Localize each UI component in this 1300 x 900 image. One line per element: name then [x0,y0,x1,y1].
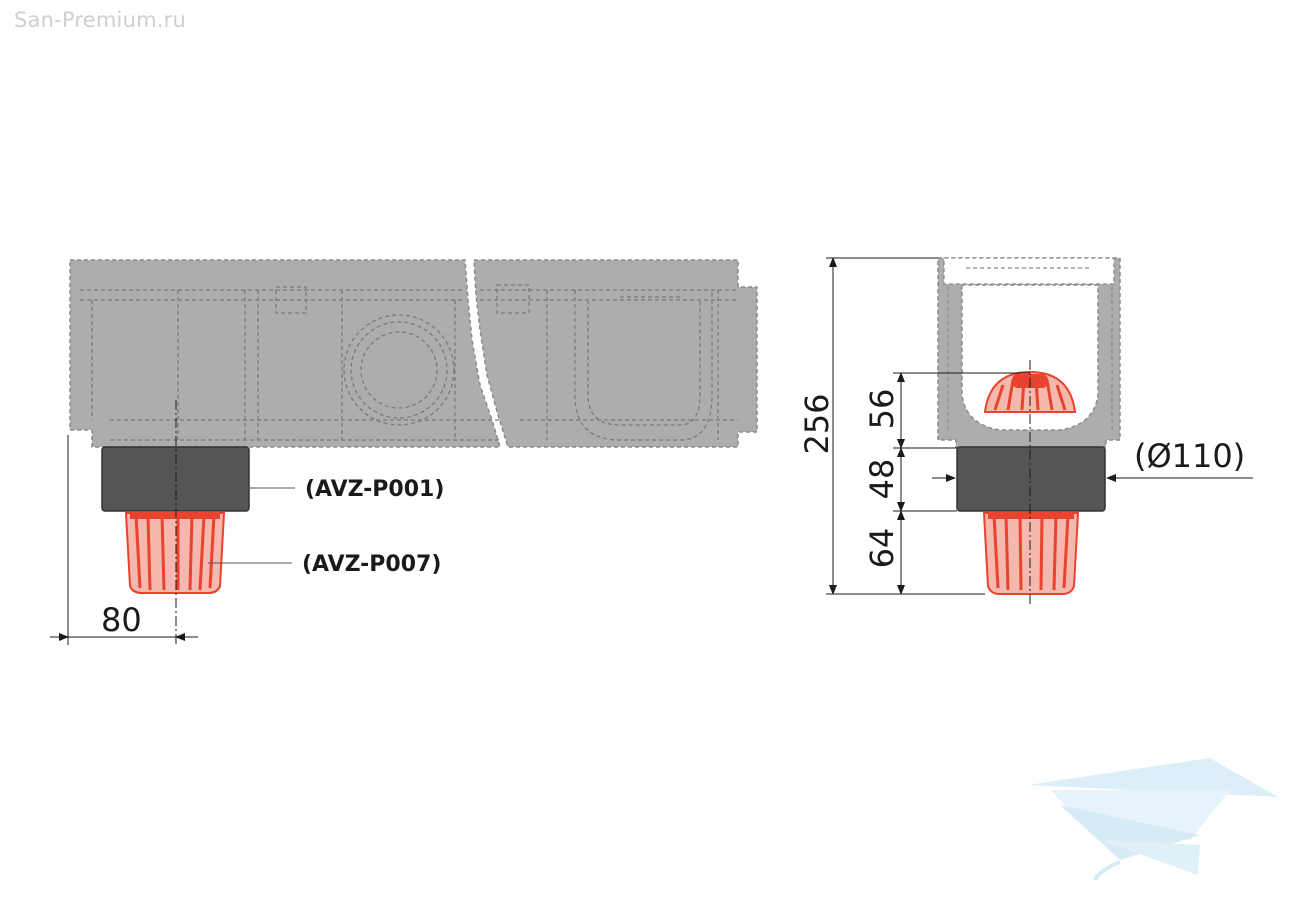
label-avz-p001: (AVZ-P001) [305,477,444,502]
dimension-48: 48 [863,459,901,500]
dimension-64: 64 [863,528,901,569]
label-avz-p007: (AVZ-P007) [302,552,441,577]
dimension-80: 80 [101,601,142,639]
side-view: (AVZ-P001) (AVZ-P007) 80 [50,259,758,645]
trap-cross-section [982,512,1080,595]
channel-section-left [69,259,502,448]
trap-side [124,512,226,594]
watermark-text: San-Premium.ru [14,8,186,32]
grating [943,257,1115,285]
channel-section-right [473,259,758,448]
dimension-256: 256 [798,393,836,454]
outlet-cross-section [956,446,1106,512]
logo-watermark [1028,758,1278,882]
channel-cross-section [937,257,1121,448]
dimension-diameter: (Ø110) [1134,437,1245,475]
dimension-56: 56 [863,389,901,430]
hidden-lines [80,284,738,441]
cross-section-view: 256 56 48 64 (Ø110) [798,257,1253,605]
